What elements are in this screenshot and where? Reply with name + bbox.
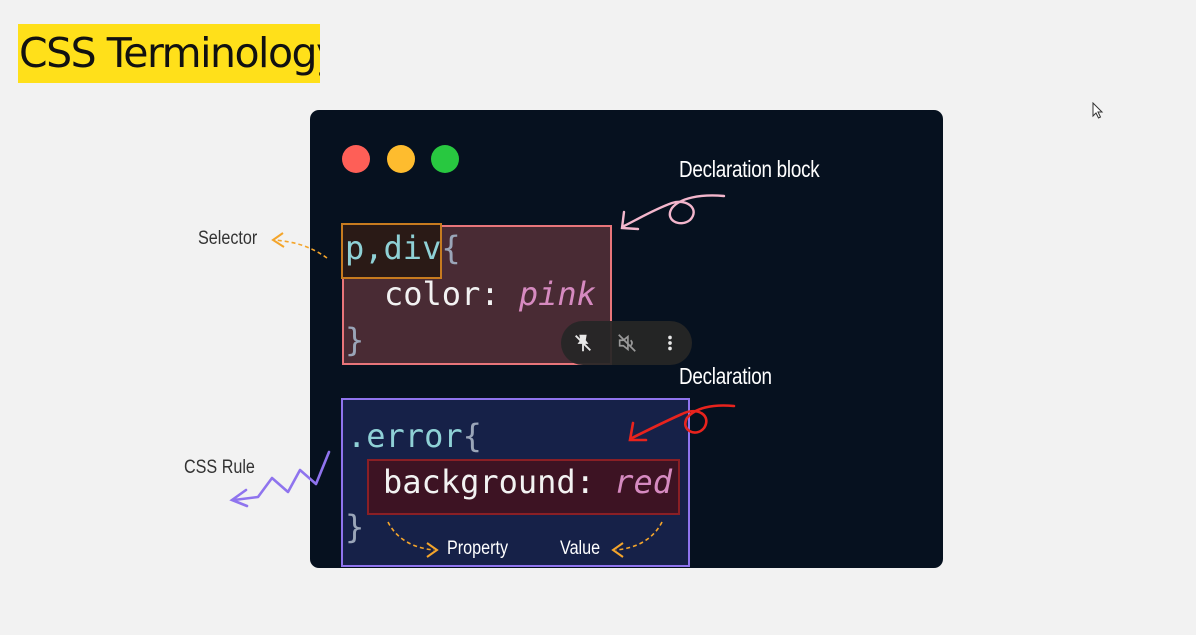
more-options-button[interactable] [648, 321, 692, 365]
more-vertical-icon [668, 335, 672, 351]
declaration-annotation: Declaration [679, 363, 772, 389]
close-brace: } [345, 321, 365, 359]
declaration-block-annotation: Declaration block [679, 156, 820, 182]
property-text: background [383, 463, 576, 501]
open-brace: { [462, 417, 482, 455]
mute-button[interactable] [605, 321, 649, 365]
selector-annotation: Selector [198, 228, 258, 249]
code-line-selector-2: .error{ [347, 416, 482, 456]
value-text: pink [518, 275, 596, 313]
code-line-declaration-1: color: pink [384, 274, 596, 314]
colon-text: : [480, 275, 519, 313]
selector-text: .error [347, 417, 463, 455]
open-brace: { [441, 229, 461, 267]
mute-icon [618, 334, 636, 352]
css-rule-annotation: CSS Rule [184, 457, 255, 478]
video-overlay-controls [561, 321, 692, 365]
selector-text: p,div [345, 229, 442, 267]
declaration-highlight [367, 459, 680, 515]
property-text: color [384, 275, 481, 313]
window-maximize-dot [431, 145, 459, 173]
value-text: red [614, 463, 672, 501]
code-line-declaration-2: background: red [383, 462, 672, 502]
property-annotation: Property [447, 538, 509, 559]
value-annotation: Value [560, 538, 601, 559]
code-line-selector-1: p,div{ [345, 228, 461, 268]
window-minimize-dot [387, 145, 415, 173]
colon-text: : [575, 463, 615, 501]
mouse-cursor-icon [1092, 102, 1104, 119]
selector-highlight [341, 223, 442, 279]
close-brace: } [345, 508, 365, 546]
unpin-button[interactable] [561, 321, 605, 365]
code-line-close-1: } [345, 320, 364, 360]
window-close-dot [342, 145, 370, 173]
unpin-icon [575, 334, 591, 352]
slide-title: CSS Terminology [18, 24, 320, 83]
code-line-close-2: } [345, 507, 364, 547]
